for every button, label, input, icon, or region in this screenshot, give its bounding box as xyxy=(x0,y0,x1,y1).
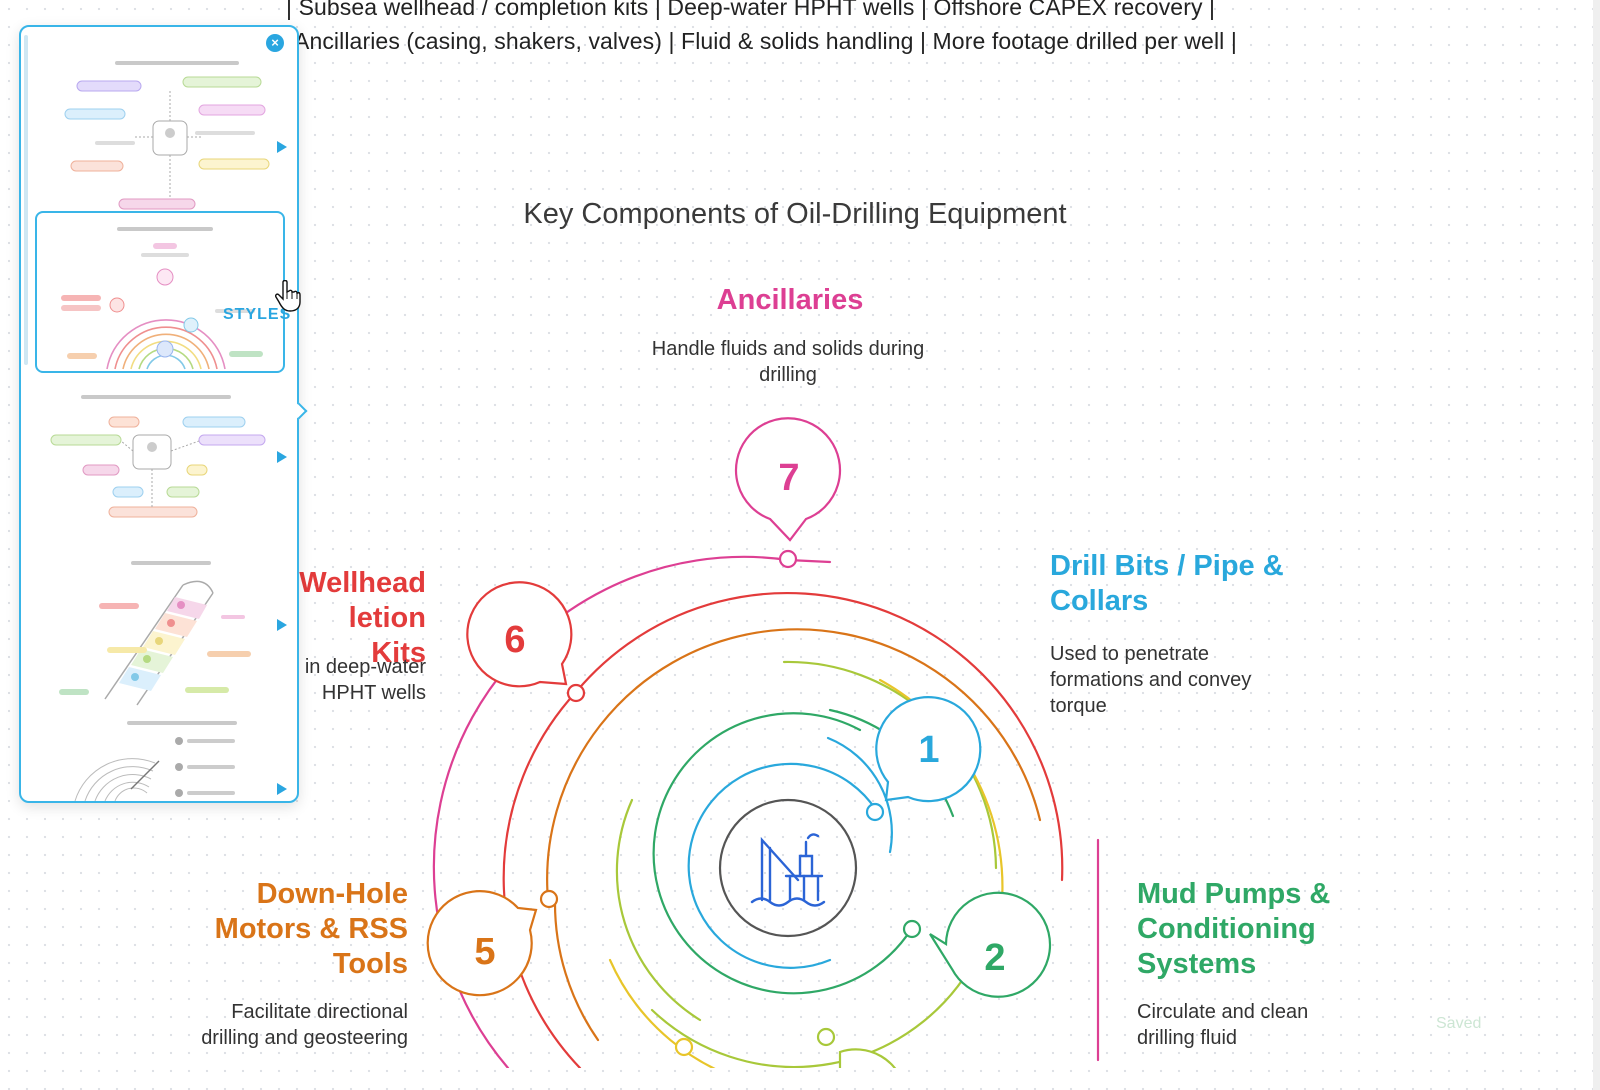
style-thumbnail-mind-map-alt[interactable] xyxy=(35,389,287,529)
radial-thumbnail-graphic xyxy=(61,227,263,370)
bubble-number-5: 5 xyxy=(474,931,495,973)
bubble-2 xyxy=(929,891,1052,998)
bubble-number-7: 7 xyxy=(778,457,799,499)
play-arrow-icon[interactable] xyxy=(277,619,287,631)
item-title-drill-bits: Drill Bits / Pipe & Collars xyxy=(1050,549,1284,619)
ring-3c xyxy=(615,798,702,1022)
title-line: Tools xyxy=(332,948,408,980)
ring-1b xyxy=(687,762,878,969)
item-title-mud-pumps: Mud Pumps & Conditioning Systems xyxy=(1137,877,1330,982)
play-arrow-icon[interactable] xyxy=(277,451,287,463)
center-circle xyxy=(718,798,858,938)
title-line: Down-Hole xyxy=(256,878,408,910)
bubble-6 xyxy=(466,581,573,688)
ring-5b xyxy=(553,898,600,1042)
title-line: letion Kits xyxy=(348,602,426,669)
bubble-number-2: 2 xyxy=(984,937,1005,979)
item-title-down-hole-motors: Down-Hole Motors & RSS Tools xyxy=(180,877,408,982)
desc-line: in deep-water xyxy=(304,656,426,678)
hand-cursor-icon xyxy=(275,280,301,312)
node-marker-2 xyxy=(902,919,922,939)
desc-line: HPHT wells xyxy=(321,682,426,704)
ring-2b xyxy=(652,712,914,995)
bubble-3 xyxy=(838,1048,897,1068)
ring-5 xyxy=(546,628,1042,902)
style-thumbnail-mind-map[interactable] xyxy=(35,49,287,221)
desc-line: drilling xyxy=(759,364,817,386)
style-thumbnail-ladder[interactable] xyxy=(35,557,287,707)
bubble-7 xyxy=(734,417,842,542)
title-line: Motors & RSS xyxy=(214,913,408,945)
item-desc-wellhead: in deep-water HPHT wells xyxy=(260,654,426,706)
title-line: Mud Pumps & xyxy=(1137,878,1331,910)
item-title-ancillaries: Ancillaries xyxy=(690,283,890,318)
ladder-thumbnail-graphic xyxy=(59,561,251,706)
title-line: Wellhead xyxy=(299,567,426,599)
radar-thumbnail-graphic xyxy=(74,721,237,801)
ring-6b xyxy=(502,690,582,1068)
style-thumbnail-radar[interactable] xyxy=(35,717,287,801)
page-scrollbar[interactable] xyxy=(1593,0,1600,1090)
bubble-number-1: 1 xyxy=(918,729,939,771)
mind-map-thumbnail-graphic xyxy=(64,61,270,210)
node-marker-5 xyxy=(539,889,559,909)
style-picker-panel[interactable]: STYLES xyxy=(19,25,299,803)
panel-scrollbar[interactable] xyxy=(24,35,28,365)
intro-text-line-2: Ancillaries (casing, shakers, valves) | … xyxy=(294,28,1237,54)
item-desc-drill-bits: Used to penetrate formations and convey … xyxy=(1050,641,1251,719)
style-thumbnail-radial-selected[interactable] xyxy=(35,211,285,373)
item-desc-down-hole-motors: Facilitate directional drilling and geos… xyxy=(150,999,408,1051)
bubble-1 xyxy=(875,696,982,803)
ring-4 xyxy=(608,958,716,1068)
play-arrow-icon[interactable] xyxy=(277,783,287,795)
desc-line: drilling fluid xyxy=(1137,1027,1238,1049)
title-line: Drill Bits / Pipe & xyxy=(1050,550,1284,582)
offshore-rig-icon xyxy=(750,833,826,907)
desc-line: Circulate and clean xyxy=(1137,1001,1309,1023)
mind-map-alt-thumbnail-graphic xyxy=(50,395,266,518)
desc-line: Handle fluids and solids during xyxy=(651,338,925,360)
desc-line: Used to penetrate xyxy=(1050,643,1209,665)
desc-line: Facilitate directional xyxy=(231,1001,408,1023)
ring-6 xyxy=(574,592,1064,882)
bubble-5 xyxy=(426,890,538,997)
node-marker-1 xyxy=(865,802,885,822)
play-arrow-icon[interactable] xyxy=(277,141,287,153)
node-marker-3 xyxy=(816,1027,836,1047)
node-marker-6 xyxy=(566,683,586,703)
item-desc-mud-pumps: Circulate and clean drilling fluid xyxy=(1137,999,1308,1051)
title-line: Collars xyxy=(1050,585,1149,617)
ring-3b xyxy=(650,948,982,1068)
desc-line: formations and convey xyxy=(1050,669,1252,691)
node-marker-7 xyxy=(778,549,798,569)
styles-label[interactable]: STYLES xyxy=(223,306,292,323)
node-marker-4 xyxy=(674,1037,694,1057)
desc-line: drilling and geosteering xyxy=(201,1027,408,1049)
bubble-number-6: 6 xyxy=(504,619,525,661)
title-line: Conditioning xyxy=(1137,913,1316,945)
page-title: Key Components of Oil-Drilling Equipment xyxy=(523,198,1067,230)
item-title-ancillaries-line: Ancillaries xyxy=(716,284,864,316)
desc-line: torque xyxy=(1050,695,1107,717)
intro-text-line-1: | Subsea wellhead / completion kits | De… xyxy=(286,0,1216,20)
item-desc-ancillaries: Handle fluids and solids during drilling xyxy=(600,336,976,388)
title-line: Systems xyxy=(1137,948,1257,980)
ring-1 xyxy=(826,736,893,854)
close-icon[interactable]: × xyxy=(266,34,284,52)
saved-status: Saved xyxy=(1436,1015,1482,1032)
